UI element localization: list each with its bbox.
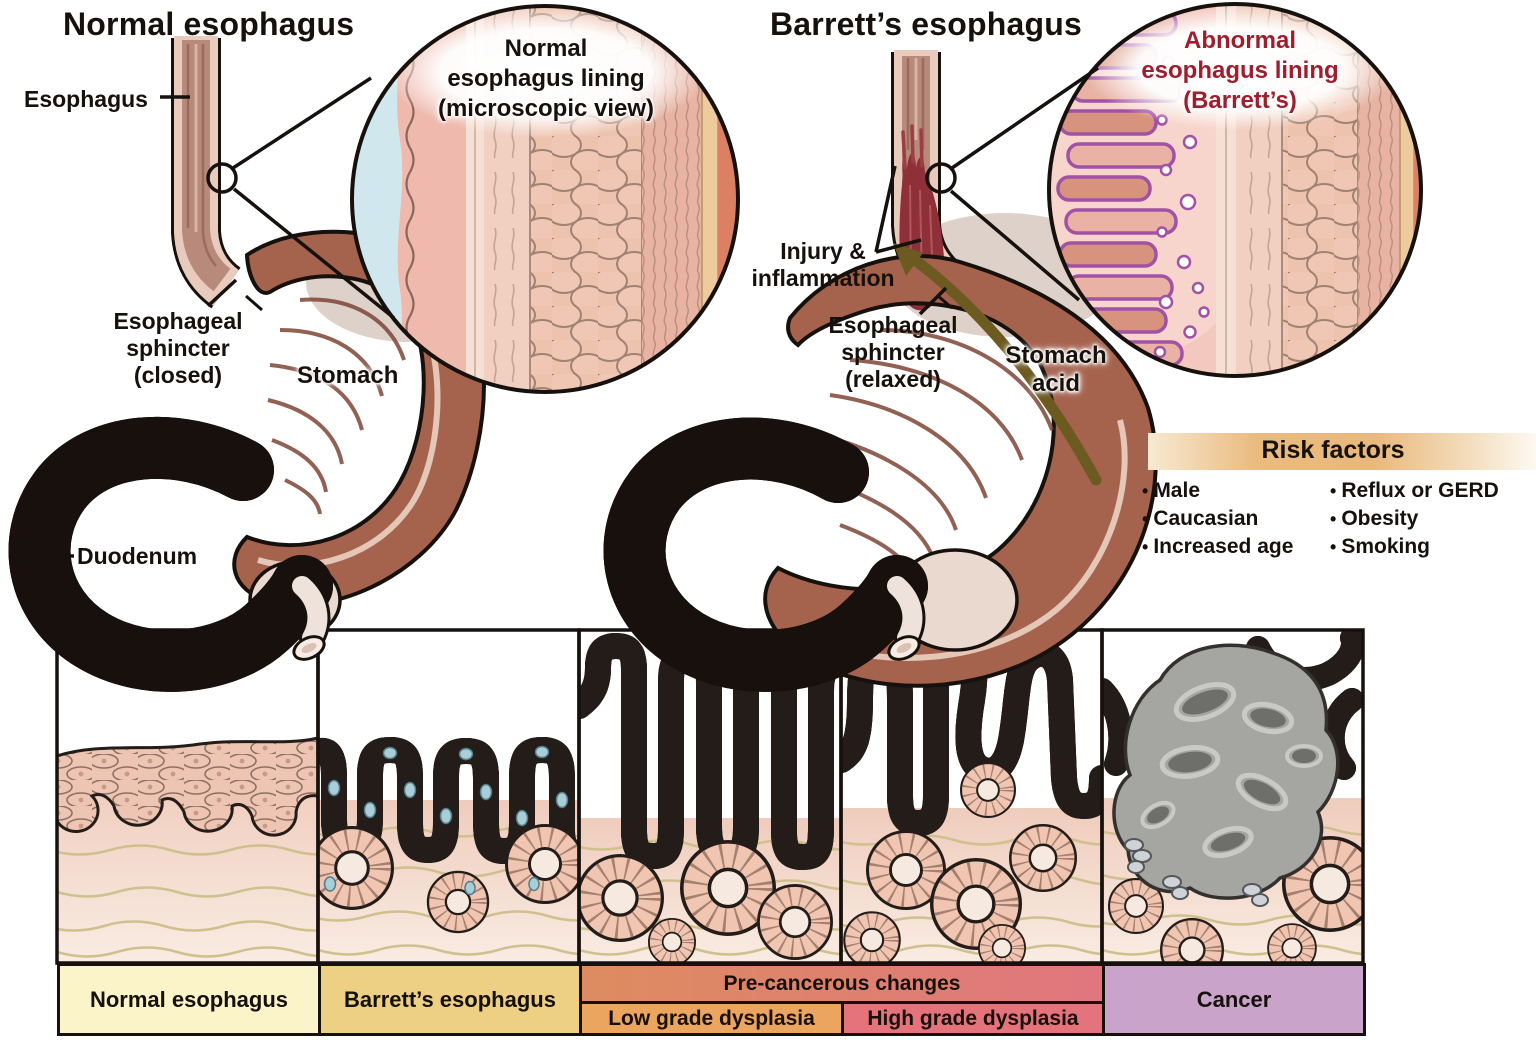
stomach-label: Stomach <box>297 362 399 389</box>
risk-item-male: Male <box>1142 479 1200 503</box>
panel-high-grade-histology <box>841 630 1102 963</box>
inset-caption-normal: Normal esophagus lining (microscopic vie… <box>437 35 655 122</box>
tumor-mass <box>1112 643 1340 907</box>
injury-pointer-2 <box>875 238 922 254</box>
inset-caption-abnormal: Abnormal esophagus lining (Barrett’s) <box>1141 27 1339 114</box>
injury-inflammation-label: Injury & inflammation <box>751 238 895 292</box>
stomach-barretts <box>763 254 1158 688</box>
stage-low-grade-dysplasia: Low grade dysplasia <box>579 1001 844 1036</box>
stage-normal-esophagus: Normal esophagus <box>57 963 321 1036</box>
sphincter-closed-pointer <box>206 278 238 308</box>
stage-cancer: Cancer <box>1102 963 1366 1036</box>
risk-item-reflux-gerd: Reflux or GERD <box>1330 479 1499 503</box>
risk-item-obesity: Obesity <box>1330 507 1418 531</box>
right-title: Barrett’s esophagus <box>770 6 1083 42</box>
risk-item-smoking: Smoking <box>1330 535 1430 559</box>
stomach-acid-arrow <box>893 243 1102 486</box>
sphincter-relaxed-label: Esophageal sphincter (relaxed) <box>828 312 958 393</box>
magnify-source-circle-right <box>925 162 957 194</box>
risk-factors-title: Risk factors <box>1261 436 1405 464</box>
duodenum-normal <box>40 448 342 664</box>
esophagus-normal <box>171 36 242 309</box>
magnify-source-circle-left <box>206 162 238 194</box>
sphincter-closed-mark <box>245 294 263 312</box>
pointer-lines <box>40 66 1099 558</box>
sphincter-relaxed-pointer <box>918 286 948 316</box>
panel-low-grade-histology <box>579 630 841 963</box>
esophagus-label: Esophagus <box>24 86 148 112</box>
injury-pointer-1 <box>874 165 897 253</box>
stage-precancerous-header: Pre-cancerous changes <box>579 963 1105 1004</box>
panel-barretts-histology <box>318 630 579 963</box>
histology-panels <box>55 628 1365 965</box>
risk-item-increased-age: Increased age <box>1142 535 1293 559</box>
goblet-cells <box>323 745 569 896</box>
duodenum-label: Duodenum <box>77 543 198 569</box>
sphincter-closed-label: Esophageal sphincter (closed) <box>113 308 243 389</box>
stage-high-grade-dysplasia: High grade dysplasia <box>841 1001 1105 1036</box>
sphincter-relaxed-mark <box>937 294 953 310</box>
duodenum-barretts <box>635 449 1019 664</box>
stomach-acid-label: Stomach acid <box>1005 342 1107 398</box>
risk-item-caucasian: Caucasian <box>1142 507 1258 531</box>
inset-normal-lining <box>350 4 740 394</box>
risk-factors-band <box>1148 433 1536 470</box>
panel-cancer-histology <box>1102 630 1363 963</box>
left-title: Normal esophagus <box>63 6 355 42</box>
stage-barretts-esophagus: Barrett’s esophagus <box>318 963 582 1036</box>
